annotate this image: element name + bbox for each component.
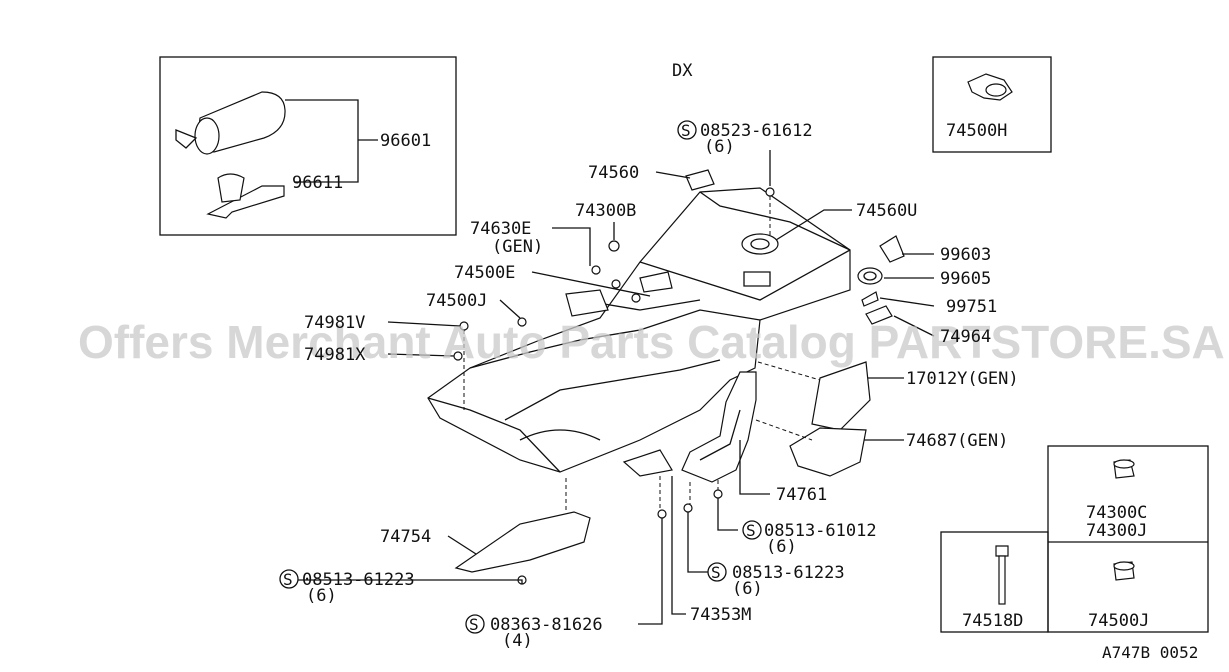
label-96601: 96601 — [380, 131, 431, 151]
label-74981v: 74981V — [304, 313, 365, 333]
canister-bracket-part — [206, 173, 285, 219]
label-74500j-top: 74500J — [426, 291, 487, 311]
s-symbol-08523 — [677, 120, 697, 140]
label-74560: 74560 — [588, 163, 639, 183]
label-17012y: 17012Y(GEN) — [906, 369, 1019, 389]
variant-label: DX — [672, 61, 693, 81]
s-symbol-08513-61012 — [742, 520, 762, 540]
inset-box-canister — [159, 56, 457, 236]
bracket-74560 — [685, 169, 715, 191]
label-08513-61223-left: 08513-61223 — [302, 570, 415, 590]
s-symbol-text: S — [681, 121, 691, 140]
s-symbol-text: S — [746, 521, 756, 540]
label-08513-61223-mid-qty: (6) — [732, 579, 763, 599]
panel-74687 — [789, 427, 867, 477]
label-08363-81626: 08363-81626 — [490, 615, 603, 635]
s-symbol-08513-61223-mid — [707, 562, 727, 582]
plug-74300c-part — [1113, 459, 1135, 479]
label-08513-61223-left-qty: (6) — [306, 586, 337, 606]
floor-panel-assembly — [427, 187, 851, 473]
label-74500h: 74500H — [946, 121, 1007, 141]
s-symbol-text: S — [711, 563, 721, 582]
figure-code: A747B 0052 — [1102, 643, 1198, 662]
label-08513-61012: 08513-61012 — [764, 521, 877, 541]
label-74500e: 74500E — [454, 263, 515, 283]
bracket-74353m — [622, 449, 673, 477]
label-96611: 96611 — [292, 173, 343, 193]
s-symbol-08513-61223-left — [279, 569, 299, 589]
label-74964: 74964 — [940, 327, 991, 347]
label-08523-qty: (6) — [704, 137, 735, 157]
label-08513-61223-mid: 08513-61223 — [732, 563, 845, 583]
label-08513-61012-qty: (6) — [766, 537, 797, 557]
label-74630e: 74630E — [470, 219, 531, 239]
bracket-99603 — [879, 235, 905, 263]
label-74761: 74761 — [776, 485, 827, 505]
plug-74500h-part — [967, 73, 1013, 101]
label-74687: 74687(GEN) — [906, 431, 1008, 451]
bracket-74754 — [454, 511, 591, 573]
inset-box-74518d — [940, 531, 1049, 633]
inset-box-74500h — [932, 56, 1052, 153]
panel-17012y — [811, 361, 871, 431]
label-99605: 99605 — [940, 269, 991, 289]
label-74300j: 74300J — [1086, 521, 1147, 541]
leader-canister — [285, 99, 359, 183]
plug-74500j-part — [1113, 561, 1135, 581]
label-08523-61612: 08523-61612 — [700, 121, 813, 141]
label-74300c: 74300C — [1086, 503, 1147, 523]
clip-99751 — [861, 291, 879, 307]
s-symbols — [279, 120, 762, 634]
pin-74518d-part — [995, 545, 1009, 605]
assembly-lines — [463, 330, 821, 512]
label-74500j-box: 74500J — [1088, 611, 1149, 631]
gasket-99605 — [857, 267, 883, 285]
label-74630e-gen: (GEN) — [492, 237, 543, 257]
label-74560u: 74560U — [856, 201, 917, 221]
label-08363-qty: (4) — [502, 631, 533, 651]
label-74981x: 74981X — [304, 345, 366, 365]
s-symbol-text: S — [469, 615, 479, 634]
side-member-74761 — [681, 371, 757, 483]
label-74300b: 74300B — [575, 201, 636, 221]
label-74754: 74754 — [380, 527, 431, 547]
label-99751: 99751 — [946, 297, 997, 317]
label-74353m: 74353M — [690, 605, 751, 625]
label-99603: 99603 — [940, 245, 991, 265]
label-74518d: 74518D — [962, 611, 1023, 631]
s-symbol-text: S — [283, 570, 293, 589]
watermark: Offers Merchant Auto Parts Catalog PARTS… — [78, 316, 1225, 368]
canister-part — [175, 91, 286, 155]
s-symbol-08363 — [465, 614, 485, 634]
leader-lines — [298, 150, 935, 625]
plate-74964 — [865, 305, 893, 325]
